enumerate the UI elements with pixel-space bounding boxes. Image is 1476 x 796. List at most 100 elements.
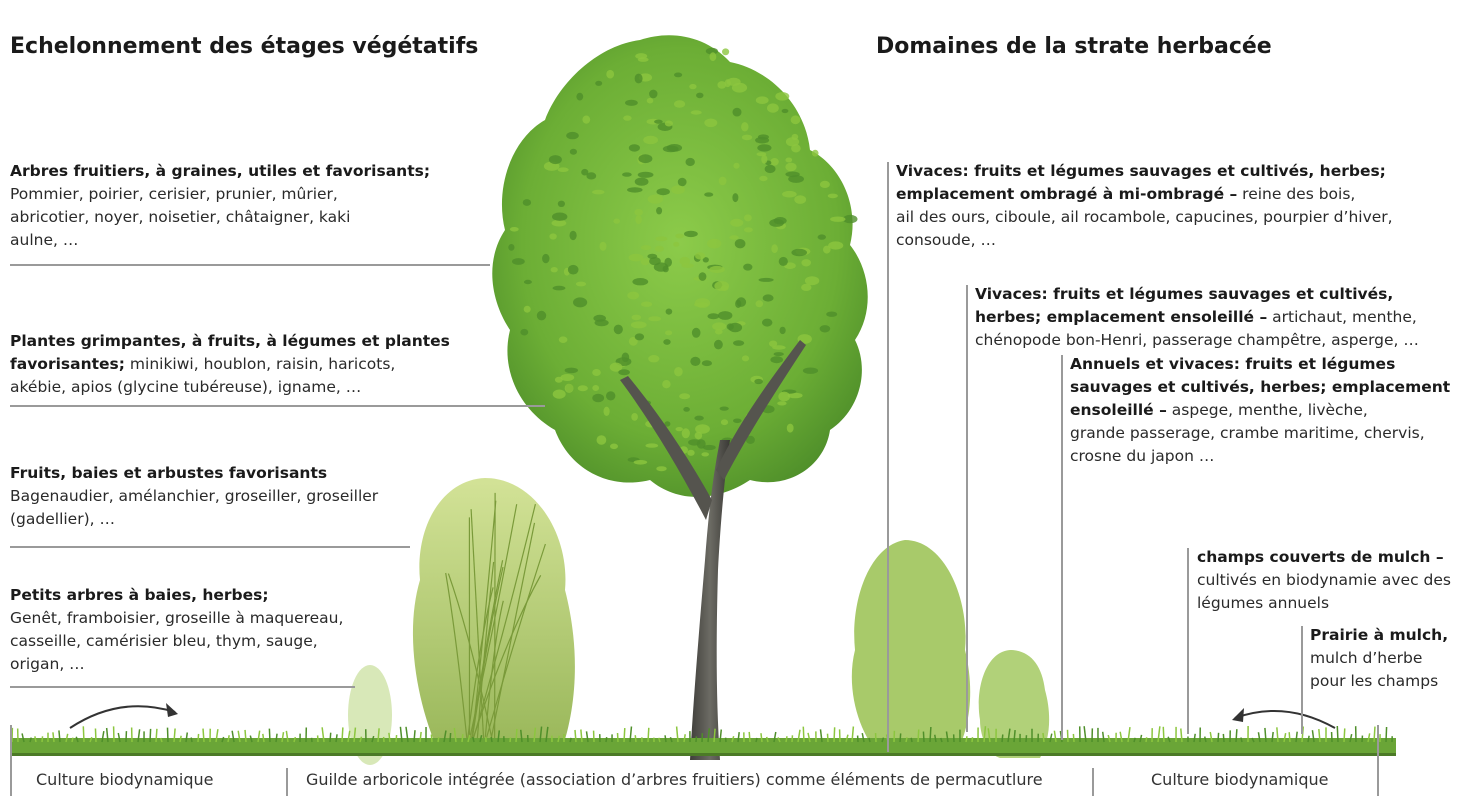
- grass-blade: [1385, 726, 1388, 743]
- grass-blade: [605, 736, 608, 743]
- leaf-cluster: [512, 258, 525, 265]
- grass-blade: [1001, 734, 1004, 743]
- grass-blade: [719, 729, 723, 743]
- annuals-text: Annuels et vivaces: fruits et légumes sa…: [1070, 353, 1450, 468]
- leaf-cluster: [804, 276, 820, 286]
- shrub-stem: [447, 573, 496, 753]
- leaf-cluster: [664, 421, 671, 427]
- climber-layer-line: minikiwi, houblon, raisin, haricots,: [124, 355, 396, 373]
- shrub-stem: [481, 543, 546, 753]
- tree-layer-line: Pommier, poirier, cerisier, prunier, mûr…: [10, 185, 338, 203]
- grass-blade: [1180, 728, 1183, 743]
- grass-blade: [65, 733, 69, 743]
- leaf-cluster: [771, 244, 778, 254]
- leaf-cluster: [785, 171, 800, 178]
- leaf-cluster: [576, 92, 584, 101]
- grass-blade: [1251, 737, 1255, 743]
- grass-blade: [215, 729, 219, 743]
- leaf-cluster: [744, 214, 752, 222]
- leaf-cluster: [592, 189, 605, 195]
- leaf-cluster: [523, 305, 531, 313]
- grass-blade: [1264, 727, 1267, 743]
- grass-blade: [472, 736, 475, 743]
- leaf-cluster: [618, 369, 630, 376]
- grass-blade: [1162, 726, 1165, 743]
- shade-perennials-title: Vivaces: fruits et légumes sauvages et c…: [896, 162, 1386, 180]
- leaf-cluster: [630, 321, 647, 329]
- leaf-cluster: [764, 164, 776, 174]
- mulch-meadow-text: Prairie à mulch, mulch d’herbe pour les …: [1310, 624, 1448, 693]
- leaf-cluster: [732, 193, 739, 203]
- leaf-cluster: [790, 115, 801, 125]
- grass-blade: [413, 730, 416, 743]
- grass-blade: [405, 726, 409, 743]
- grass-blade: [1119, 731, 1123, 743]
- grass-blade: [802, 726, 805, 743]
- leaf-cluster: [610, 443, 618, 450]
- grass-blade: [179, 735, 182, 743]
- grass-blade: [202, 728, 205, 743]
- shrub-stem: [466, 504, 518, 753]
- leaf-cluster: [758, 277, 774, 282]
- leaf-cluster: [694, 431, 703, 440]
- grass-blade: [29, 737, 32, 743]
- grass-blade: [353, 727, 357, 743]
- grass-blade: [755, 737, 758, 743]
- grass-blade: [149, 728, 152, 743]
- leaf-cluster: [772, 345, 786, 350]
- berry-layer-title: Petits arbres à baies, herbes;: [10, 586, 269, 604]
- grass-blade: [399, 726, 403, 743]
- mulch-fields-title: champs couverts de mulch –: [1197, 548, 1444, 566]
- left-heading: Echelonnement des étages végétatifs: [10, 34, 479, 59]
- sun-perennials-text: Vivaces: fruits et légumes sauvages et c…: [975, 283, 1419, 352]
- leaf-cluster: [647, 194, 664, 204]
- leaf-cluster: [707, 238, 722, 249]
- grass-blade: [101, 730, 105, 743]
- leaf-cluster: [554, 376, 563, 383]
- grass-blade: [1318, 729, 1321, 743]
- mulch-fields-line: légumes annuels: [1197, 594, 1330, 612]
- grass-blade: [845, 734, 849, 743]
- leaf-cluster: [641, 301, 653, 307]
- leaf-cluster: [649, 89, 658, 99]
- grass-blade: [479, 735, 483, 743]
- leaf-cluster: [577, 385, 588, 392]
- grass-blade: [1049, 733, 1053, 743]
- grass-blade: [1295, 731, 1298, 743]
- leaf-cluster: [769, 340, 778, 347]
- leaf-cluster: [648, 316, 662, 322]
- shrub-stem: [483, 600, 504, 753]
- leaf-cluster: [709, 52, 717, 62]
- leaf-cluster: [741, 355, 750, 362]
- leaf-cluster: [673, 241, 680, 247]
- soil-line: [10, 753, 1396, 756]
- leaf-cluster: [674, 367, 683, 377]
- berry-layer-text: Petits arbres à baies, herbes; Genêt, fr…: [10, 584, 343, 676]
- left-arrow: [69, 705, 176, 729]
- grass-blade: [89, 736, 93, 743]
- grass-blade: [58, 730, 61, 743]
- shrub-layer-leader: [10, 546, 410, 548]
- leaf-cluster: [733, 340, 745, 346]
- grass-blade: [467, 734, 471, 743]
- shade-perennials-line: consoude, …: [896, 231, 996, 249]
- leaf-cluster: [548, 155, 562, 165]
- climber-layer-title: Plantes grimpantes, à fruits, à légumes …: [10, 332, 450, 350]
- grass-blade: [388, 732, 391, 743]
- ground-strip: [10, 738, 1396, 756]
- leaf-cluster: [623, 115, 632, 121]
- tree-layer-title: Arbres fruitiers, à graines, utiles et f…: [10, 162, 431, 180]
- grass-blade: [449, 732, 452, 743]
- grass-blade: [166, 727, 169, 743]
- leaf-cluster: [754, 378, 763, 385]
- grass-blade: [819, 729, 823, 743]
- leaf-cluster: [791, 248, 807, 257]
- leaf-cluster: [733, 418, 742, 424]
- grass-blade: [257, 730, 261, 743]
- grass-blade: [707, 728, 711, 743]
- leaf-cluster: [741, 122, 749, 132]
- leaf-cluster: [694, 302, 709, 308]
- grass-blade: [105, 727, 109, 743]
- shrub-stem: [445, 572, 469, 753]
- grass-blade: [629, 726, 633, 743]
